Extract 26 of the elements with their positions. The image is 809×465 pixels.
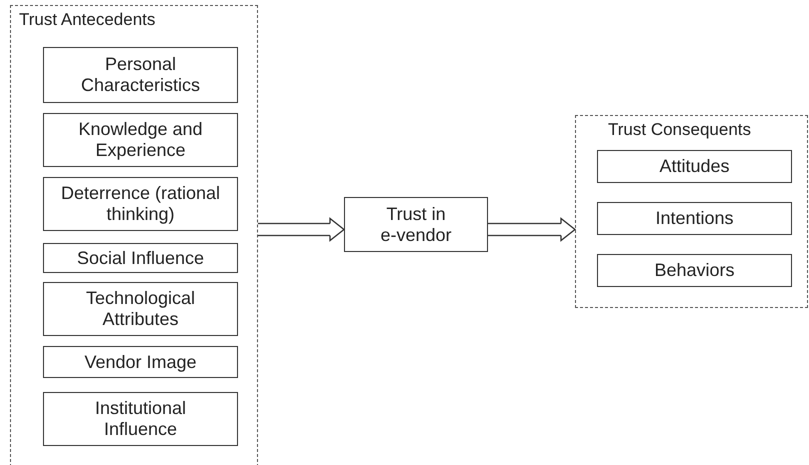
box-label: Social Influence	[76, 248, 206, 268]
concept-box	[43, 113, 238, 167]
group-title: Trust Consequents	[608, 120, 751, 140]
box-label: Personal Characteristics	[80, 54, 202, 96]
dashed-group-frame	[10, 5, 258, 465]
concept-box	[344, 197, 488, 252]
concept-box	[43, 243, 238, 273]
concept-box	[597, 254, 792, 287]
box-label: Institutional Influence	[94, 398, 188, 440]
box-label: Intentions	[654, 208, 735, 229]
box-label: Trust in e-vendor	[379, 204, 453, 246]
box-label: Behaviors	[653, 260, 736, 281]
group-title: Trust Antecedents	[19, 10, 156, 30]
concept-box	[43, 346, 238, 378]
concept-box	[43, 47, 238, 103]
concept-box	[43, 392, 238, 446]
concept-box	[597, 150, 792, 183]
box-label: Knowledge and Experience	[77, 119, 204, 161]
concept-box	[597, 202, 792, 235]
box-label: Attitudes	[658, 156, 731, 177]
box-label: Deterrence (rational thinking)	[60, 183, 222, 225]
box-label: Technological Attributes	[84, 288, 196, 330]
concept-box	[43, 177, 238, 231]
dashed-group-frame	[575, 115, 808, 308]
concept-box	[43, 282, 238, 336]
box-label: Vendor Image	[83, 352, 198, 372]
